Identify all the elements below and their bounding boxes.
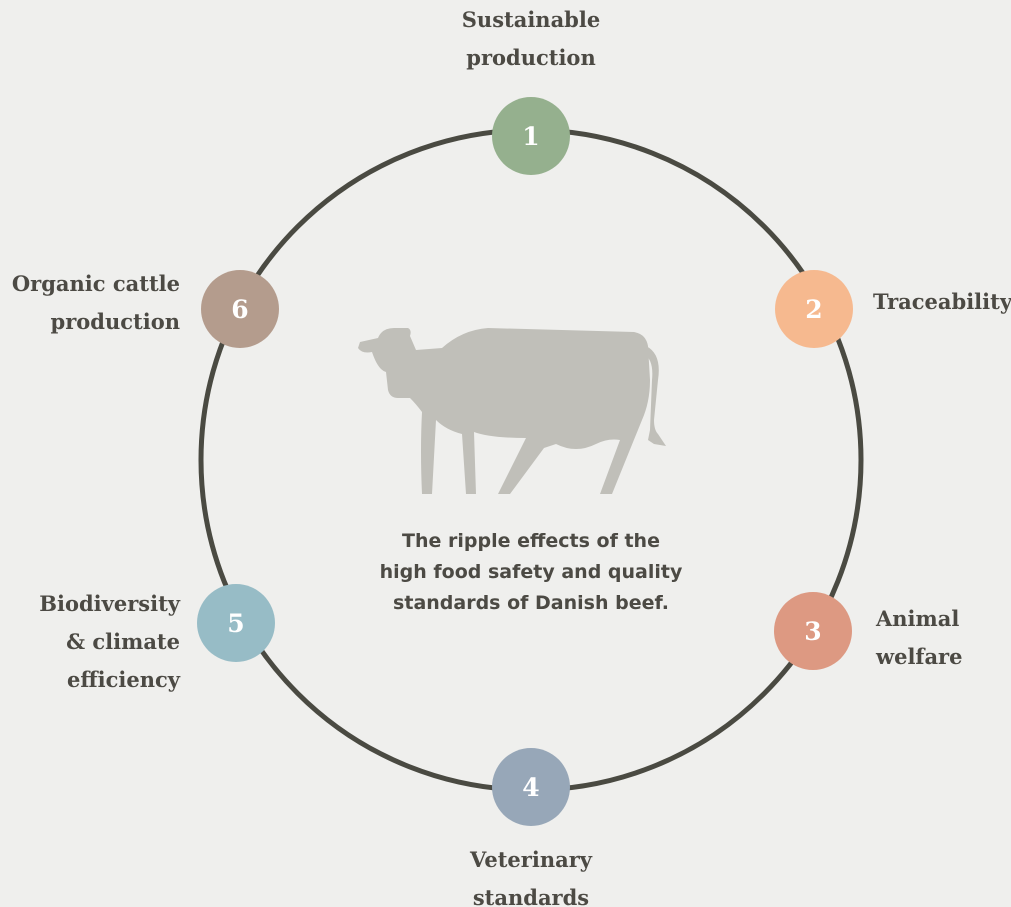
step-2-label: Traceability xyxy=(873,289,1011,314)
step-1-label: Sustainable production xyxy=(461,7,601,70)
step-4-circle: 4 xyxy=(492,748,570,826)
step-5-label: Biodiversity & climate efficiency xyxy=(39,591,180,692)
step-1-number: 1 xyxy=(522,121,540,151)
step-5-circle: 5 xyxy=(197,584,275,662)
step-6-circle: 6 xyxy=(201,270,279,348)
step-3-label: Animal welfare xyxy=(876,606,963,669)
step-4-number: 4 xyxy=(522,772,540,802)
step-6-label: Organic cattle production xyxy=(11,271,180,334)
cow-silhouette-icon xyxy=(358,328,666,494)
step-3-circle: 3 xyxy=(774,592,852,670)
step-5-number: 5 xyxy=(227,608,245,638)
step-4-label: Veterinary standards xyxy=(470,847,592,907)
step-2-circle: 2 xyxy=(775,270,853,348)
step-2-number: 2 xyxy=(805,294,823,324)
step-3-number: 3 xyxy=(804,616,822,646)
step-1-circle: 1 xyxy=(492,97,570,175)
step-6-number: 6 xyxy=(231,294,249,324)
center-caption: The ripple effects of the high food safe… xyxy=(379,530,683,614)
